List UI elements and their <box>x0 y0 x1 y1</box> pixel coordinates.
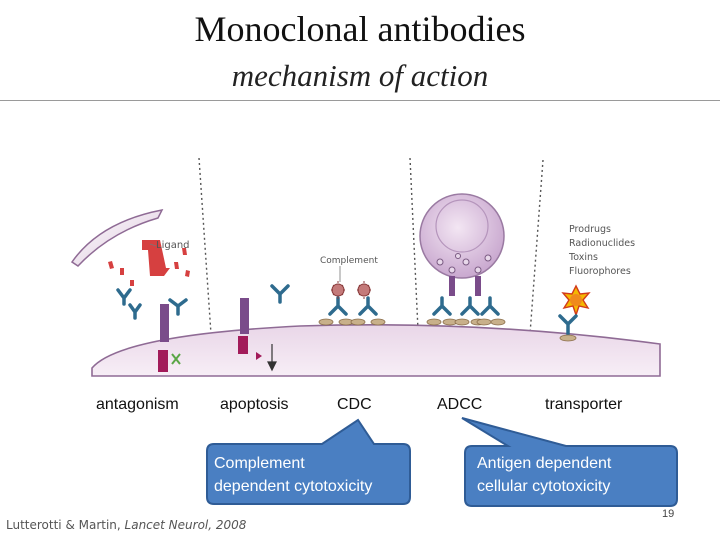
callout-cdc-line2: dependent cytotoxicity <box>214 478 373 495</box>
callout-cdc-line1: Complement <box>214 455 305 472</box>
complement-label: Complement <box>320 256 378 266</box>
citation: Lutterotti & Martin, Lancet Neurol, 2008 <box>6 518 246 532</box>
receptor-intracellular <box>158 350 168 372</box>
callout-adcc-text: Antigen dependent cellular cytotoxicity <box>477 452 611 498</box>
label-adcc: ADCC <box>437 396 483 413</box>
callout-adcc-line1: Antigen dependent <box>477 455 612 472</box>
adcc-antigens <box>426 318 506 326</box>
section-separators <box>198 157 544 335</box>
apoptosis-signal-arrow <box>267 344 277 372</box>
citation-journal: Lancet Neurol, 2008 <box>124 518 247 532</box>
complement-spikes <box>331 281 371 299</box>
complement-icon <box>331 283 371 297</box>
label-apoptosis: apoptosis <box>220 396 289 413</box>
callout-cdc <box>206 418 411 505</box>
ligand-cell <box>70 208 164 267</box>
cdc-fc-receptors <box>318 318 386 326</box>
effector-cell <box>419 193 505 279</box>
callout-cdc-text: Complement dependent cytotoxicity <box>214 452 372 498</box>
transporter-antigen <box>559 334 577 342</box>
effector-fc-receptors <box>449 276 481 296</box>
apoptosis-intracellular <box>238 336 248 354</box>
blocked-receptor <box>160 304 169 342</box>
page-number: 19 <box>662 508 675 520</box>
target-cell-membrane <box>91 324 661 377</box>
label-cdc: CDC <box>337 396 372 413</box>
toxins-label: Toxins <box>568 252 598 263</box>
fluorophores-label: Fluorophores <box>569 266 631 277</box>
callout-adcc-line2: cellular cytotoxicity <box>477 478 611 495</box>
radionuclides-label: Radionuclides <box>569 238 635 249</box>
callout-adcc <box>461 417 678 507</box>
prodrugs-label: Prodrugs <box>569 224 611 235</box>
antagonism-antibodies <box>116 288 188 320</box>
citation-authors: Lutterotti & Martin, <box>6 518 125 532</box>
apoptosis-signal-marker <box>256 352 262 360</box>
ligand-label: Ligand <box>156 240 190 251</box>
effector-cell-nucleus <box>435 199 489 253</box>
apoptosis-receptor <box>240 298 249 334</box>
slide-subtitle: mechanism of action <box>231 58 489 93</box>
apoptosis-antibody <box>270 284 290 304</box>
adcc-antibodies <box>432 296 500 316</box>
label-antagonism: antagonism <box>96 396 179 413</box>
title-divider <box>0 100 720 101</box>
label-transporter: transporter <box>545 396 623 413</box>
transporter-antibody <box>558 314 578 336</box>
cdc-antibodies <box>328 296 378 316</box>
slide-title: Monoclonal antibodies <box>194 9 526 49</box>
effector-granules <box>436 253 492 274</box>
inhibition-icon <box>171 353 181 365</box>
ligand-icon <box>108 240 190 286</box>
